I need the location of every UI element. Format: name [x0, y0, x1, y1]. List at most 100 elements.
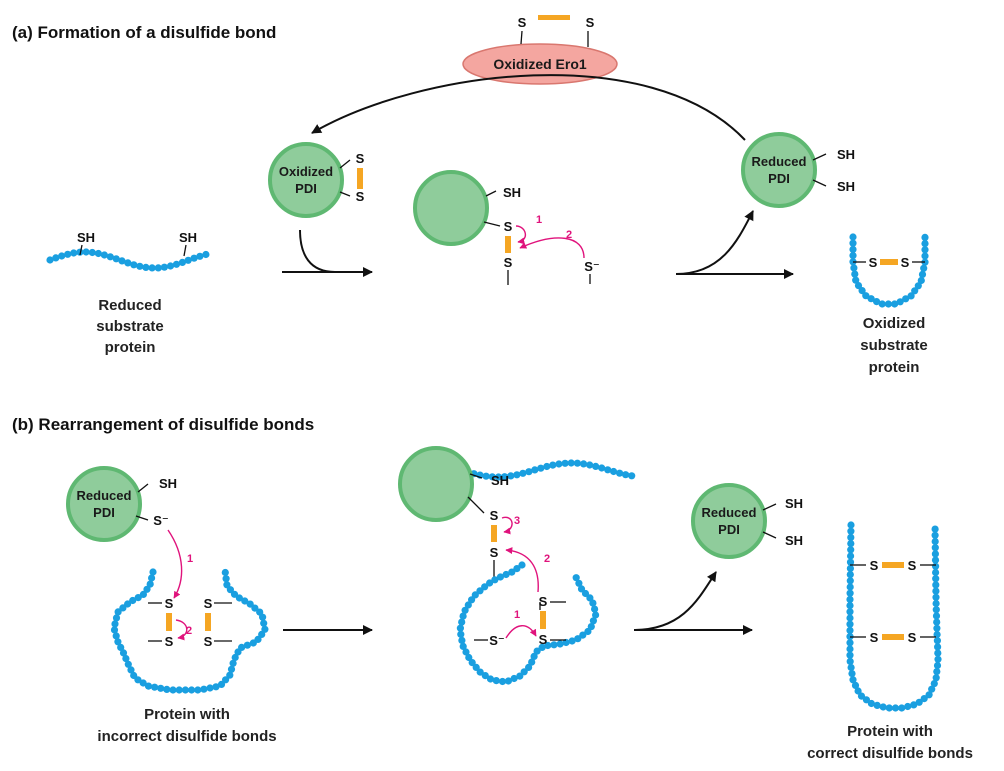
correct-protein-chain-beads	[846, 521, 942, 712]
chain-bead	[921, 233, 929, 241]
chain-bead	[589, 617, 598, 625]
chain-bead	[538, 643, 546, 652]
chain-bead	[915, 698, 923, 706]
chain-bead	[604, 466, 612, 474]
chain-bead	[854, 282, 863, 290]
chain-bead	[212, 683, 220, 691]
correct-protein: S S S S Protein with correct disulfide b…	[807, 521, 973, 762]
chain-bead	[456, 624, 464, 632]
chain-bead	[243, 641, 251, 649]
oxidized-pdi-label-2: PDI	[295, 181, 317, 196]
chain-bead	[502, 570, 510, 579]
intermediate-pdi-thiol: SH	[503, 185, 521, 200]
oxidized-pdi: Oxidized PDI S S	[268, 142, 365, 218]
chain-bead	[932, 568, 940, 577]
intermediate-b-sulfur-1: S	[490, 508, 499, 523]
chain-bead	[223, 581, 231, 589]
chain-bead	[122, 655, 130, 663]
chain-bead	[516, 672, 524, 680]
b-step-arrow-5	[505, 547, 539, 593]
chain-bead	[579, 631, 587, 639]
chain-bead	[196, 252, 204, 260]
b-step-number-1: 1	[187, 553, 193, 565]
chain-bead	[468, 596, 476, 604]
chain-bead	[88, 248, 96, 257]
b-step-arrow-3	[501, 516, 513, 535]
oxidized-substrate-caption-1: Oxidized	[863, 315, 926, 332]
chain-bead	[592, 611, 600, 619]
chain-bead	[928, 685, 936, 693]
chain-bead	[476, 587, 484, 595]
chain-bead	[513, 471, 521, 479]
chain-bead	[175, 686, 183, 694]
chain-bead	[587, 623, 595, 631]
chain-bead	[112, 632, 120, 640]
oxidized-substrate: S S Oxidized substrate protein	[849, 233, 929, 376]
chain-bead	[561, 459, 569, 467]
reduced-pdi-a-bond-1	[812, 153, 827, 161]
reduced-pdi-b-right-bond-1	[762, 503, 777, 511]
chain-bead	[112, 255, 120, 263]
chain-bead	[163, 685, 171, 694]
ero1-disulfide-bond	[538, 15, 570, 20]
chain-bead	[934, 643, 942, 651]
correct-sulfur-2: S	[908, 558, 917, 573]
reduced-pdi-a-bond-2	[812, 179, 827, 187]
chain-bead	[202, 250, 210, 259]
chain-bead	[592, 462, 600, 470]
chain-bead	[846, 639, 854, 647]
chain-bead	[114, 608, 122, 616]
reduced-pdi-a-thiol-2: SH	[837, 179, 855, 194]
panel-b-title: (b) Rearrangement of disulfide bonds	[12, 415, 314, 434]
intermediate-sulfur-2: S	[504, 255, 513, 270]
chain-bead	[221, 568, 229, 577]
chain-bead	[461, 606, 469, 614]
chain-bead	[591, 605, 599, 613]
chain-bead	[464, 601, 472, 609]
chain-bead	[111, 620, 119, 628]
reduced-substrate-caption-2: substrate	[96, 318, 164, 335]
chain-bead	[254, 635, 262, 644]
oxidized-substrate-chain-beads	[849, 233, 929, 308]
incorrect-sulfur-1: S	[165, 596, 174, 611]
chain-bead	[904, 702, 912, 711]
chain-bead	[849, 233, 857, 241]
chain-bead	[206, 684, 214, 692]
reduced-pdi-a-thiol-1: SH	[837, 147, 855, 162]
reduced-pdi-b-left-circle	[66, 466, 142, 542]
chain-bead	[134, 594, 142, 602]
chain-bead	[933, 668, 941, 676]
oxidized-pdi-circle	[268, 142, 344, 218]
chain-bead	[873, 298, 881, 306]
chain-bead	[82, 248, 90, 256]
chain-bead	[851, 681, 860, 690]
chain-bead	[525, 663, 533, 672]
chain-bead	[932, 575, 940, 583]
oxidized-pdi-bond-2	[339, 191, 351, 197]
oxidized-pdi-label-1: Oxidized	[279, 164, 333, 179]
chain-bead	[847, 546, 855, 554]
chain-bead	[933, 661, 942, 670]
reduced-substrate-caption-1: Reduced	[98, 297, 161, 314]
chain-bead	[931, 525, 939, 533]
chain-bead	[550, 641, 558, 649]
chain-bead	[933, 637, 942, 645]
panel-a-title: (a) Formation of a disulfide bond	[12, 23, 276, 42]
chain-bead	[217, 680, 226, 689]
reduced-pdi-b-right-thiol-1: SH	[785, 496, 803, 511]
reduced-pdi-b-right-thiol-2: SH	[785, 533, 803, 548]
chain-bead	[465, 653, 473, 662]
chain-bead	[933, 630, 941, 639]
chain-bead	[169, 686, 177, 694]
incorrect-sulfur-2: S	[165, 634, 174, 649]
chain-bead	[884, 300, 893, 308]
chain-bead	[519, 469, 527, 477]
chain-bead	[846, 651, 854, 659]
b-step-arrow-1	[167, 529, 183, 599]
chain-bead	[468, 659, 476, 667]
chain-bead	[508, 568, 516, 576]
correct-sulfur-4: S	[908, 630, 917, 645]
chain-bead	[846, 608, 854, 616]
chain-bead	[129, 596, 137, 605]
chain-bead	[181, 686, 189, 694]
